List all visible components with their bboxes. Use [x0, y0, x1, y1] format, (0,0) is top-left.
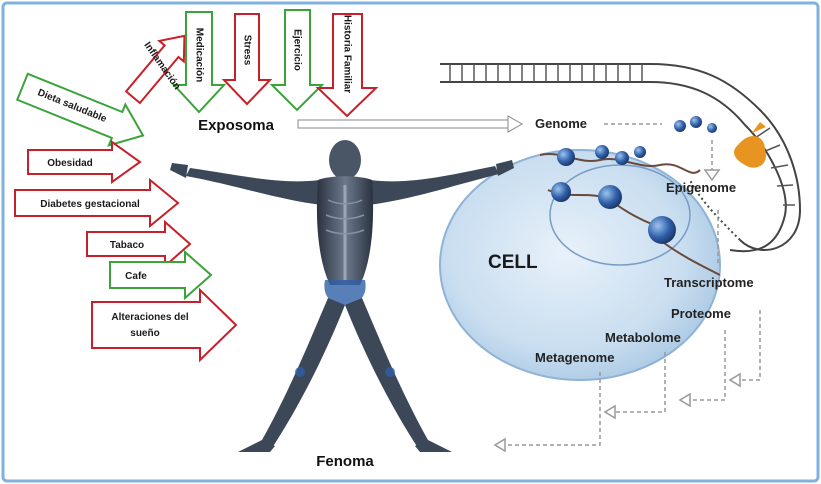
- label-diabetes-gestacional: Diabetes gestacional: [40, 199, 140, 210]
- label-obesidad: Obesidad: [47, 158, 93, 169]
- label-alteraciones-sueno-1: Alteraciones del: [111, 312, 188, 323]
- cell-label: CELL: [488, 252, 538, 273]
- arrow-historia-familiar: [315, 13, 379, 118]
- label-historia-familiar: Historia Familiar: [341, 15, 352, 93]
- label-medicacion: Medicación: [193, 28, 204, 82]
- arrow-stress: [221, 13, 273, 106]
- transcriptome-label: Transcriptome: [664, 275, 754, 290]
- cell-nucleus: [549, 164, 691, 266]
- exposoma-title: Exposoma: [198, 117, 275, 134]
- cell-membrane: [439, 149, 721, 381]
- arrow-inflamacion: [124, 34, 186, 105]
- arrow-alteraciones-sueno: [91, 287, 238, 363]
- proteome-label: Proteome: [671, 306, 731, 321]
- label-alteraciones-sueno-2: sueño: [130, 328, 159, 339]
- chromatin-strand-3: [659, 239, 721, 276]
- omics-arrowheads: [493, 169, 741, 453]
- exposoma-to-genome-arrow: [297, 115, 524, 133]
- human-figure: [170, 140, 514, 452]
- genome-label: Genome: [535, 116, 587, 131]
- arrow-obesidad: [27, 140, 142, 184]
- epigenome-label: Epigenome: [666, 180, 736, 195]
- nucleosomes: [551, 116, 717, 244]
- label-stress: Stress: [241, 35, 252, 66]
- arrow-tabaco: [86, 219, 192, 269]
- arrow-diabetes-gestacional: [14, 177, 180, 229]
- protein-shape: [734, 135, 766, 168]
- label-ejercicio: Ejercicio: [291, 29, 302, 71]
- arrow-ejercicio: [269, 9, 325, 112]
- arrow-dieta-saludable: [15, 72, 145, 147]
- fenoma-title: Fenoma: [316, 453, 374, 470]
- arrow-cafe: [109, 249, 213, 301]
- omics-flow-arrows: [505, 123, 761, 446]
- dna-base-pairs: [449, 64, 795, 206]
- metabolome-label: Metabolome: [605, 330, 681, 345]
- dna-helix: [440, 63, 802, 253]
- metagenome-label: Metagenome: [535, 350, 614, 365]
- label-tabaco: Tabaco: [110, 240, 144, 251]
- label-cafe: Cafe: [125, 271, 147, 282]
- arrow-medicacion: [171, 11, 227, 114]
